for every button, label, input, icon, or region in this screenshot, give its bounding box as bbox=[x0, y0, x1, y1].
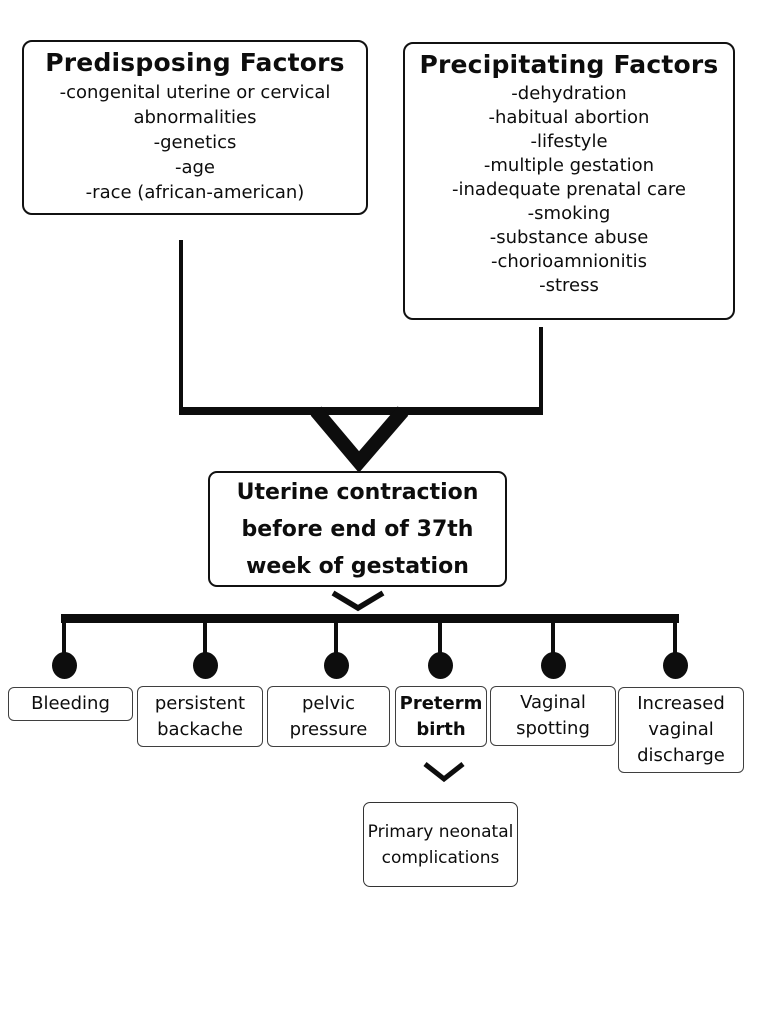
symptom-box-persistent-backache: persistent backache bbox=[137, 686, 263, 747]
predisposing-factors-list: -congenital uterine or cervical abnormal… bbox=[24, 80, 366, 205]
branch-drop-line bbox=[334, 622, 338, 655]
symptom-label: pelvic pressure bbox=[289, 692, 368, 740]
symptom-box-pelvic-pressure: pelvic pressure bbox=[267, 686, 390, 747]
symptom-label: persistent backache bbox=[154, 692, 246, 740]
precipitating-factors-list: -dehydration -habitual abortion -lifestyle… bbox=[405, 82, 733, 298]
branch-drop-line bbox=[62, 622, 66, 655]
symptom-box-increased-vaginal-discharge: Increased vaginal discharge bbox=[618, 687, 744, 773]
branch-drop-line bbox=[438, 622, 442, 655]
branch-drop-line bbox=[203, 622, 207, 655]
symptom-label: Preterm birth bbox=[399, 692, 483, 740]
branch-drop-line bbox=[551, 622, 555, 655]
symptom-box-bleeding: Bleeding bbox=[8, 687, 133, 721]
symptom-label: Increased vaginal discharge bbox=[637, 693, 725, 766]
branch-dot-icon bbox=[428, 652, 453, 679]
symptom-label: Vaginal spotting bbox=[516, 692, 590, 739]
branch-dot-icon bbox=[663, 652, 688, 679]
branch-drop-line bbox=[673, 622, 677, 655]
symptom-box-vaginal-spotting: Vaginal spotting bbox=[490, 686, 616, 746]
precipitating-factors-box: Precipitating Factors -dehydration -habit… bbox=[403, 42, 735, 320]
complication-box: Primary neonatal complications bbox=[363, 802, 518, 887]
branch-dot-icon bbox=[193, 652, 218, 679]
symptom-box-preterm-birth: Preterm birth bbox=[395, 686, 487, 747]
factor-item: -substance abuse bbox=[489, 227, 649, 248]
symptom-label: Bleeding bbox=[31, 693, 110, 714]
chevron-down-icon bbox=[331, 590, 385, 612]
factor-item: -multiple gestation bbox=[483, 155, 655, 176]
predisposing-factors-title: Predisposing Factors bbox=[45, 48, 345, 77]
connector-left-vertical bbox=[179, 240, 183, 415]
factor-item: -smoking bbox=[527, 203, 611, 224]
outcome-label: Uterine contraction before end of 37th w… bbox=[236, 479, 479, 579]
branch-dot-icon bbox=[324, 652, 349, 679]
complication-label: Primary neonatal complications bbox=[367, 821, 514, 868]
factor-item: -habitual abortion bbox=[488, 107, 650, 128]
factor-item: -inadequate prenatal care bbox=[452, 179, 686, 200]
predisposing-factors-box: Predisposing Factors -congenital uterine… bbox=[22, 40, 368, 215]
factor-item: -chorioamnionitis bbox=[490, 251, 648, 272]
connector-merge-horizontal bbox=[179, 407, 543, 415]
factor-item: -congenital uterine or cervical abnormal… bbox=[59, 82, 331, 128]
factor-item: -stress bbox=[539, 275, 599, 296]
branch-bar bbox=[61, 614, 679, 623]
precipitating-factors-title: Precipitating Factors bbox=[419, 50, 719, 79]
factor-item: -lifestyle bbox=[530, 131, 608, 152]
chevron-down-icon bbox=[423, 762, 465, 783]
outcome-box: Uterine contraction before end of 37th w… bbox=[208, 471, 507, 587]
factor-item: -race (african-american) bbox=[85, 182, 305, 203]
branch-dot-icon bbox=[52, 652, 77, 679]
factor-item: -genetics bbox=[153, 132, 237, 153]
factor-item: -age bbox=[174, 157, 216, 178]
connector-right-vertical bbox=[539, 327, 543, 415]
branch-dot-icon bbox=[541, 652, 566, 679]
merge-arrow-down-icon bbox=[310, 406, 409, 472]
factor-item: -dehydration bbox=[511, 83, 627, 104]
